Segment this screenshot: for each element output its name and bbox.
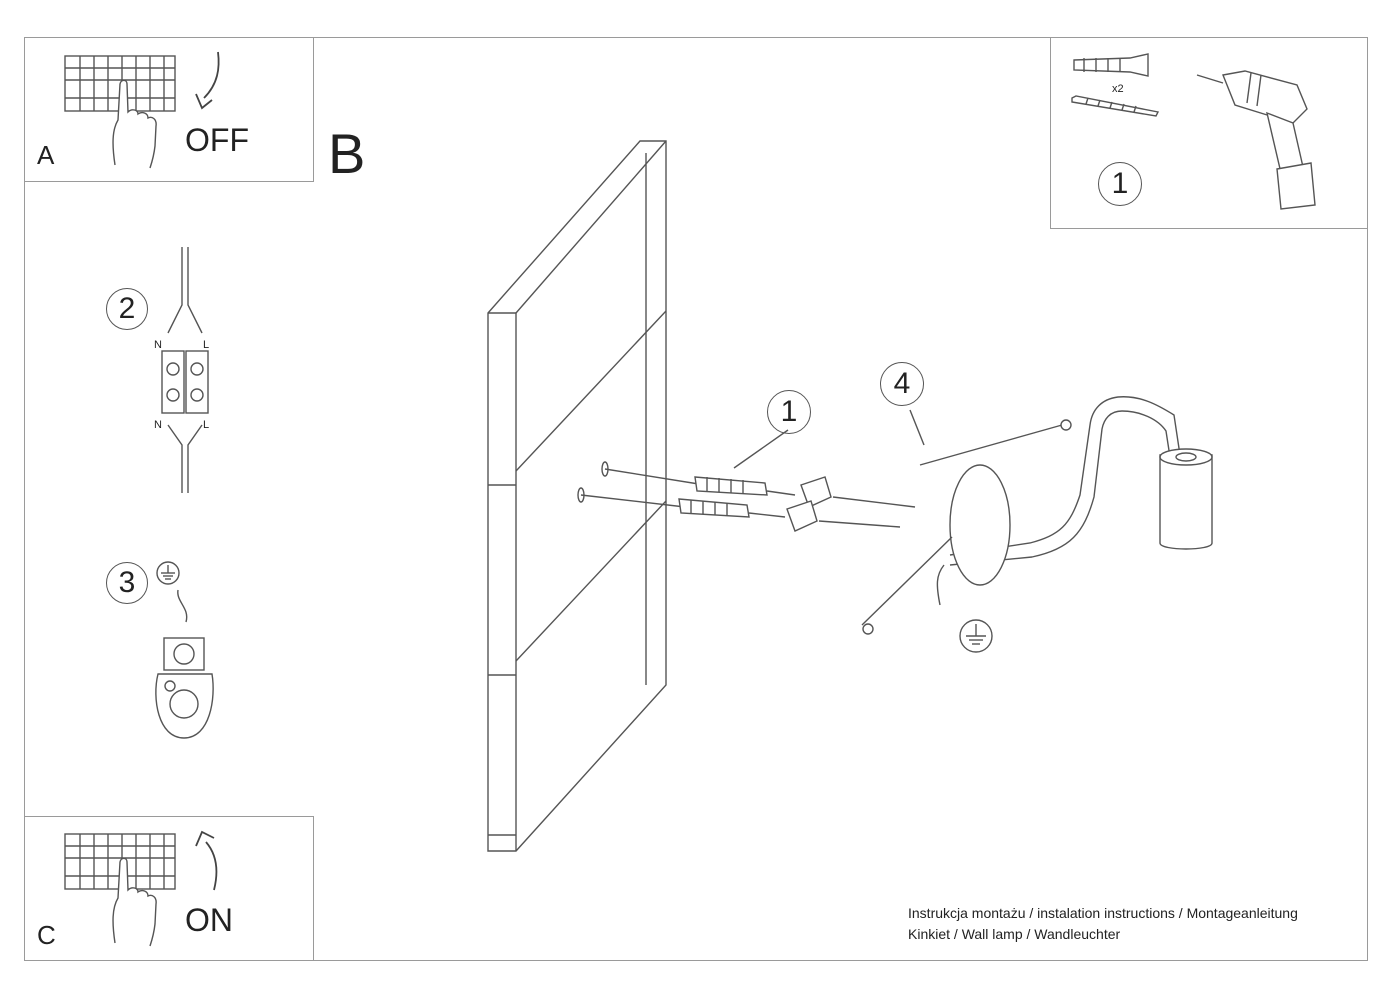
callout-leaders [733, 409, 925, 469]
on-arrow-icon [195, 830, 218, 891]
live-label-top: L [203, 339, 210, 351]
step-number-tools: 1 [1098, 162, 1142, 206]
breaker-panel-icon [64, 55, 176, 169]
ground-wire-symbol [959, 619, 993, 653]
drill-icon [1196, 70, 1316, 210]
instruction-sheet-frame [24, 37, 1368, 961]
panel-a-letter: A [37, 140, 55, 170]
step-number-wire: 2 [106, 288, 148, 330]
on-label: ON [185, 902, 233, 938]
off-label: OFF [185, 122, 249, 158]
panel-c-letter: C [37, 920, 56, 950]
earth-terminal-diagram [155, 589, 214, 739]
breaker-panel-icon [64, 833, 176, 947]
caption-line-2: Kinkiet / Wall lamp / Wandleuchter [908, 926, 1121, 942]
screw-icon [1071, 95, 1160, 117]
caption-line-1: Instrukcja montażu / instalation instruc… [908, 905, 1298, 921]
live-label-bottom: L [203, 419, 210, 431]
off-arrow-icon [195, 51, 220, 110]
multiplier-label: x2 [1112, 83, 1124, 95]
panel-b-letter: B [328, 122, 366, 185]
step-number-earth: 3 [106, 562, 148, 604]
step-number-bracket: 1 [767, 390, 811, 434]
neutral-label-bottom: N [154, 419, 162, 431]
lamp-drawing [861, 396, 1213, 635]
neutral-label-top: N [154, 339, 162, 351]
bracket-and-screws-drawing [577, 461, 916, 532]
wire-connector-diagram [161, 247, 209, 493]
earth-symbol-icon [156, 561, 180, 585]
step-number-lamp: 4 [880, 362, 924, 406]
wall-panel-drawing [487, 140, 667, 852]
wall-plug-icon [1073, 53, 1149, 77]
